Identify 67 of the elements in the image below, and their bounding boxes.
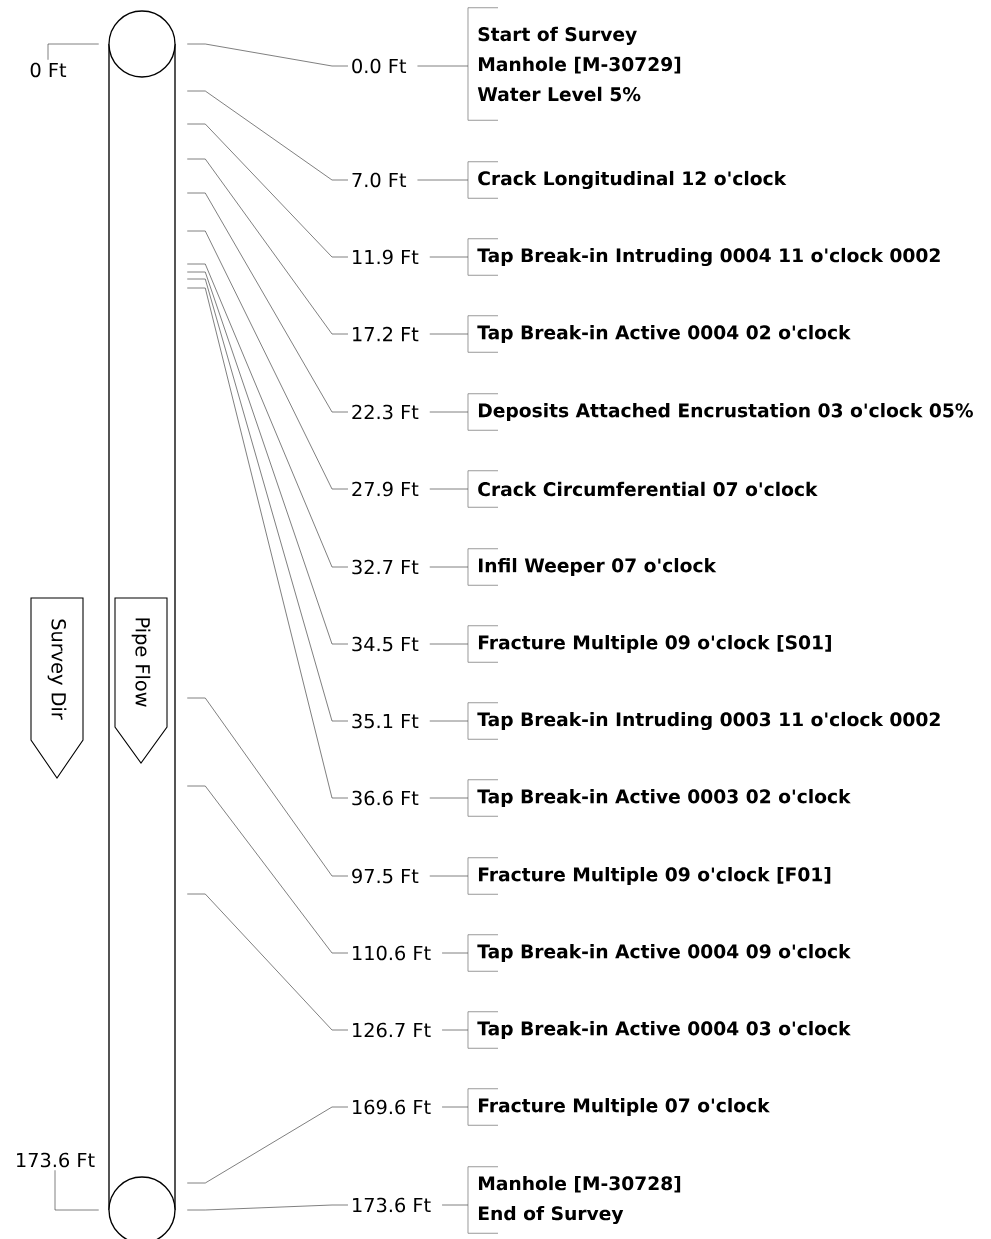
observation-bracket: Tap Break-in Active 0004 09 o'clock <box>467 934 851 972</box>
distance-label: 126.7 Ft <box>353 1022 431 1038</box>
leader-line <box>186 158 349 335</box>
connector-line <box>429 875 469 877</box>
leader-line <box>186 263 349 568</box>
distance-label: 173.6 Ft <box>17 1152 95 1168</box>
connector-line <box>429 256 469 258</box>
distance-label: 7.0 Ft <box>352 172 407 188</box>
observation-bracket: Fracture Multiple 09 o'clock [S01] <box>467 625 831 663</box>
connector-line <box>429 488 469 490</box>
connector-line <box>441 1204 469 1206</box>
observation-bracket: Manhole [M-30728] End of Survey <box>467 1166 681 1234</box>
connector-line <box>429 720 469 722</box>
connector-line <box>441 952 469 954</box>
leader-line <box>186 287 349 799</box>
distance-label: 0.0 Ft <box>352 58 407 74</box>
observation-bracket: Tap Break-in Active 0004 03 o'clock <box>467 1011 851 1049</box>
distance-label: 32.7 Ft <box>352 559 419 575</box>
distance-label: 0 Ft <box>30 62 67 78</box>
leader-line <box>186 271 349 645</box>
connector-line <box>441 1106 469 1108</box>
leader-line <box>186 785 349 954</box>
observation-bracket: Tap Break-in Intruding 0004 11 o'clock 0002 <box>467 238 940 276</box>
direction-sign: Survey Dir <box>30 597 84 779</box>
distance-label: 36.6 Ft <box>352 790 419 806</box>
leader-line <box>186 230 349 490</box>
observation-bracket: Crack Longitudinal 12 o'clock <box>467 161 787 199</box>
connector-line <box>417 65 469 67</box>
distance-label: 35.1 Ft <box>352 713 419 729</box>
connector-line <box>429 643 469 645</box>
distance-label: 173.6 Ft <box>353 1197 431 1213</box>
distance-label: 27.9 Ft <box>352 481 419 497</box>
leader-line <box>186 1204 349 1211</box>
observation-bracket: Fracture Multiple 07 o'clock <box>467 1088 770 1126</box>
leader-line <box>186 893 349 1031</box>
leader-line <box>186 123 349 258</box>
leader-line <box>186 43 349 67</box>
leader-line <box>54 1169 100 1211</box>
connector-line <box>417 179 469 181</box>
observation-bracket: Deposits Attached Encrustation 03 o'clock 05% <box>467 393 973 431</box>
leader-line <box>186 1106 349 1184</box>
distance-label: 97.5 Ft <box>352 868 419 884</box>
connector-line <box>429 333 469 335</box>
distance-label: 169.6 Ft <box>353 1099 431 1115</box>
pipe-drawing <box>108 10 176 1239</box>
connector-line <box>429 411 469 413</box>
leader-line <box>186 278 349 722</box>
leader-line <box>186 192 349 413</box>
direction-sign: Pipe Flow <box>114 597 168 764</box>
observation-bracket: Tap Break-in Intruding 0003 11 o'clock 0002 <box>467 702 940 740</box>
connector-line <box>441 1029 469 1031</box>
observation-bracket: Infil Weeper 07 o'clock <box>467 548 717 586</box>
distance-label: 110.6 Ft <box>353 945 431 961</box>
connector-line <box>429 566 469 568</box>
distance-label: 34.5 Ft <box>352 636 419 652</box>
distance-label: 17.2 Ft <box>353 326 419 342</box>
leader-line <box>47 43 100 61</box>
observation-bracket: Tap Break-in Active 0004 02 o'clock <box>467 315 851 353</box>
observation-bracket: Start of Survey Manhole [M-30729] Water Level 5% <box>467 7 681 121</box>
observation-bracket: Crack Circumferential 07 o'clock <box>467 470 818 508</box>
connector-line <box>429 797 469 799</box>
leader-line <box>186 90 349 181</box>
distance-label: 11.9 Ft <box>353 249 419 265</box>
distance-label: 22.3 Ft <box>352 404 419 420</box>
leader-line <box>186 697 349 877</box>
observation-bracket: Tap Break-in Active 0003 02 o'clock <box>467 779 851 817</box>
observation-bracket: Fracture Multiple 09 o'clock [F01] <box>467 857 831 895</box>
